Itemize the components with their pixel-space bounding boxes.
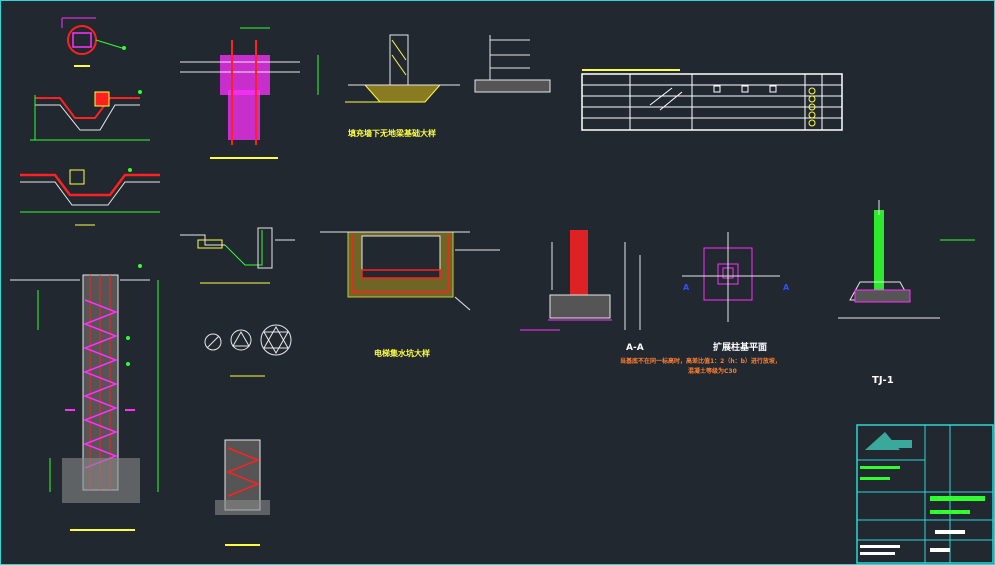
ground-step-detail[interactable] bbox=[474, 35, 551, 93]
section-marker-a-right: A bbox=[783, 283, 790, 292]
beam-detail-2[interactable] bbox=[20, 168, 160, 226]
star-triangle-icon bbox=[260, 324, 292, 356]
section-marker-a-left: A bbox=[683, 283, 690, 292]
triangle-symbol-icon bbox=[230, 329, 252, 351]
footing-plan-title: 扩展柱基平面 bbox=[713, 341, 767, 353]
section-aa-label: A-A bbox=[626, 343, 644, 353]
title-block[interactable] bbox=[856, 424, 994, 564]
beam-detail-1[interactable] bbox=[30, 90, 150, 141]
fill-wall-base-detail[interactable]: 填充墙下无地梁基础大样 bbox=[345, 34, 460, 138]
column-section-circle-detail[interactable] bbox=[61, 17, 126, 67]
column-beam-joint-detail[interactable] bbox=[180, 27, 319, 159]
rebar-symbols[interactable] bbox=[204, 324, 292, 377]
footing-plan-detail[interactable]: A A 扩展柱基平面 混凝土等级为C30 bbox=[682, 232, 790, 375]
tj1-title: TJ-1 bbox=[872, 375, 894, 386]
fill-wall-base-title: 填充墙下无地梁基础大样 bbox=[348, 128, 436, 138]
footing-note-2: 混凝土等级为C30 bbox=[688, 367, 737, 375]
drain-ditch-detail[interactable] bbox=[180, 227, 295, 284]
rebar-schedule-table[interactable] bbox=[581, 69, 843, 131]
circle-slash-icon bbox=[204, 333, 222, 351]
section-aa-detail[interactable]: A-A 当基底不在同一标高时，高差比值1：2（h：b）进行放坡， bbox=[520, 230, 781, 365]
company-logo-text bbox=[890, 440, 912, 448]
elevator-sump-pit-detail[interactable]: 电梯集水坑大样 bbox=[320, 231, 500, 358]
tj1-footing-detail[interactable]: TJ-1 bbox=[838, 200, 975, 386]
pile-cap-lower-detail[interactable] bbox=[215, 439, 270, 546]
footing-note-1: 当基底不在同一标高时，高差比值1：2（h：b）进行放坡， bbox=[620, 357, 781, 365]
pile-column-elevation[interactable] bbox=[10, 264, 159, 531]
sump-pit-title: 电梯集水坑大样 bbox=[374, 348, 430, 358]
